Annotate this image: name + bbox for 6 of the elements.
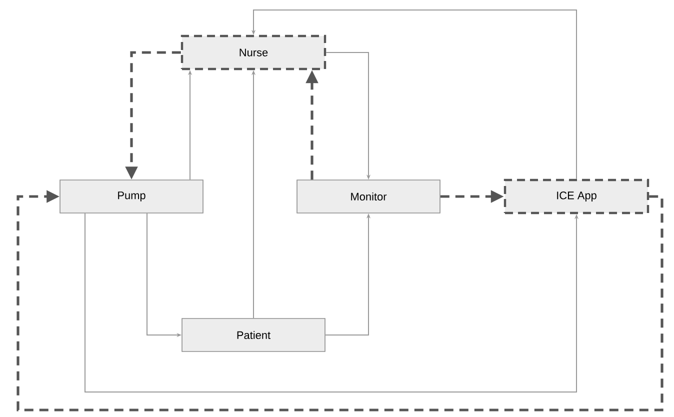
process-box: Monitor: [296, 180, 440, 214]
process-box: Patient: [182, 318, 326, 352]
process-box: Nurse: [180, 34, 326, 70]
arrow: [16, 190, 664, 412]
process-box: ICE App: [504, 178, 650, 214]
process-box: Pump: [60, 180, 204, 214]
